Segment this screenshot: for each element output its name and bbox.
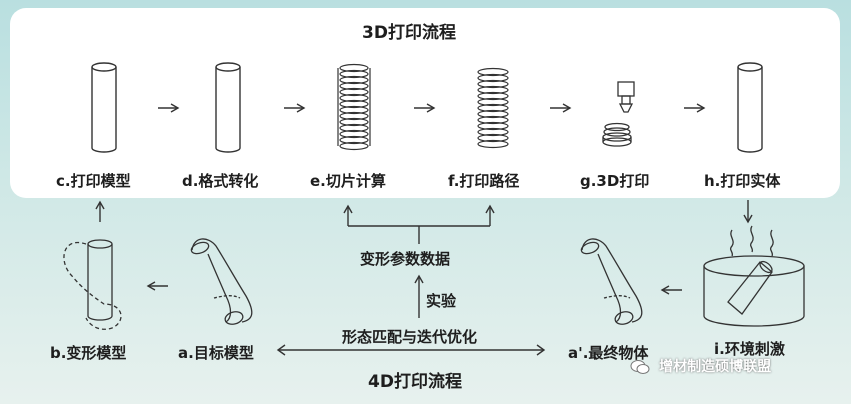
step-g-label: g.3D打印 bbox=[580, 172, 650, 190]
shape-match-double-arrow bbox=[276, 344, 546, 356]
title-4d-process: 4D打印流程 bbox=[368, 372, 462, 392]
final-object-icon bbox=[580, 238, 643, 325]
step-f-label: f.打印路径 bbox=[448, 172, 520, 190]
format-conversion-cylinder-icon bbox=[215, 62, 241, 153]
print-path-spiral-icon bbox=[477, 67, 509, 149]
heat-wave-icon bbox=[729, 225, 774, 257]
deform-params-label: 变形参数数据 bbox=[360, 250, 451, 268]
target-model-icon bbox=[190, 238, 253, 325]
shape-match-label: 形态匹配与迭代优化 bbox=[342, 328, 478, 346]
environment-stimulus-container-icon bbox=[703, 255, 805, 327]
deformed-model-icon bbox=[63, 239, 122, 330]
step-c-label: c.打印模型 bbox=[56, 172, 131, 190]
step-a-label: a.目标模型 bbox=[178, 344, 254, 362]
step-h-label: h.打印实体 bbox=[704, 172, 781, 190]
title-3d-process: 3D打印流程 bbox=[362, 23, 456, 43]
printed-object-cylinder-icon bbox=[737, 62, 763, 153]
watermark: 增材制造硕博联盟 bbox=[630, 356, 830, 378]
printer-nozzle-icon bbox=[602, 81, 635, 147]
print-model-cylinder-icon bbox=[91, 62, 117, 153]
param-bracket-arrows bbox=[343, 204, 495, 244]
step-d-label: d.格式转化 bbox=[182, 172, 259, 190]
step-a-prime-label: a'.最终物体 bbox=[568, 344, 649, 362]
experiment-label: 实验 bbox=[426, 292, 457, 310]
sliced-cylinder-icon bbox=[337, 63, 371, 151]
watermark-text: 增材制造硕博联盟 bbox=[659, 359, 772, 375]
3d-process-panel bbox=[10, 8, 840, 198]
step-e-label: e.切片计算 bbox=[310, 172, 386, 190]
step-b-label: b.变形模型 bbox=[50, 344, 127, 362]
wechat-icon bbox=[630, 359, 650, 375]
step-i-label: i.环境刺激 bbox=[714, 340, 785, 358]
